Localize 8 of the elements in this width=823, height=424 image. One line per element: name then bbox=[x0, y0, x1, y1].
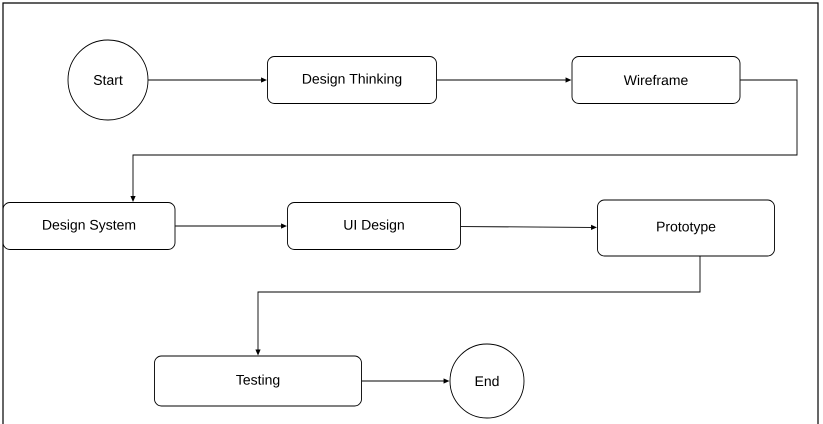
circle-node: Start bbox=[68, 40, 148, 120]
circle-node: End bbox=[450, 344, 524, 418]
process-box: Wireframe bbox=[572, 56, 740, 104]
process-box: Design System bbox=[2, 202, 176, 250]
process-box: Design Thinking bbox=[267, 56, 437, 104]
process-box: Testing bbox=[154, 356, 362, 406]
process-box: Prototype bbox=[597, 200, 775, 256]
process-box: UI Design bbox=[287, 202, 461, 250]
